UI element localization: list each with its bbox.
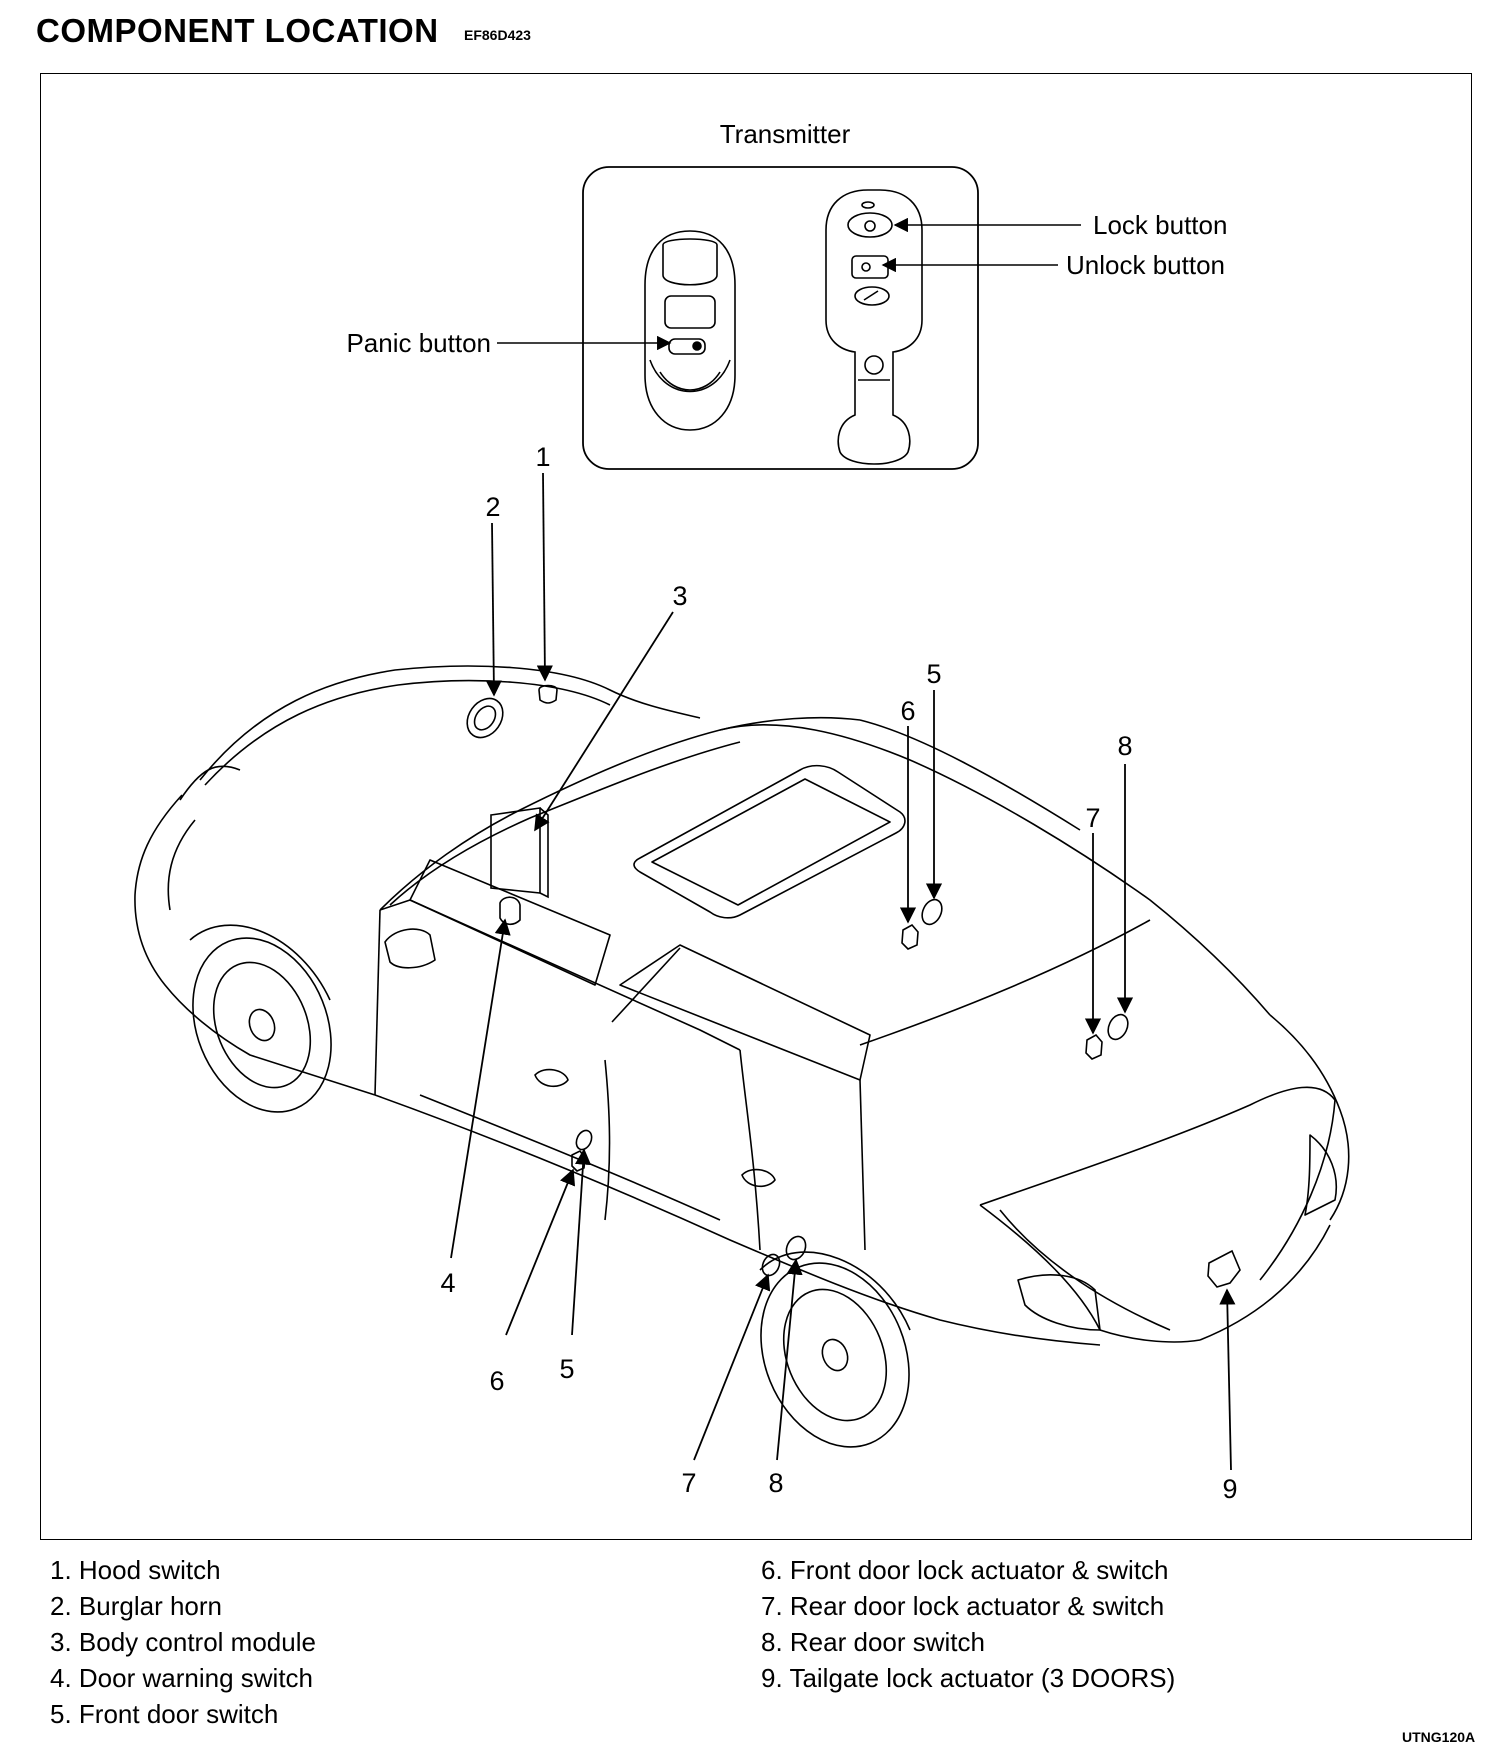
callout-5-bottom: 5 <box>559 1354 574 1384</box>
callout-7-bottom: 7 <box>681 1468 696 1498</box>
legend-item: 6. Front door lock actuator & switch <box>761 1555 1169 1585</box>
callout-9: 9 <box>1222 1474 1237 1504</box>
burglar-horn-icon <box>466 697 504 739</box>
legend-item: 8. Rear door switch <box>761 1627 985 1657</box>
legend-item: 2. Burglar horn <box>50 1591 222 1621</box>
rear-door-actuator-icon <box>1085 1033 1103 1060</box>
front-door-switch-icon <box>921 898 943 926</box>
transmitter-title: Transmitter <box>720 119 851 149</box>
tailgate-actuator-icon <box>1207 1249 1241 1288</box>
legend-item: 1. Hood switch <box>50 1555 221 1585</box>
key-fob-back-icon <box>644 230 736 431</box>
legend-left-column: 1. Hood switch 2. Burglar horn 3. Body c… <box>50 1552 316 1732</box>
callout-8-top: 8 <box>1117 731 1132 761</box>
legend-right-column: 6. Front door lock actuator & switch 7. … <box>761 1552 1175 1696</box>
unlock-button-label: Unlock button <box>1066 250 1225 280</box>
callout-6-bottom: 6 <box>489 1366 504 1396</box>
hood-switch-icon <box>538 684 558 704</box>
figure-code: UTNG120A <box>1402 1729 1476 1745</box>
component-markers <box>466 684 1241 1288</box>
car-outline <box>134 665 1350 1448</box>
transmitter-panel <box>582 166 979 470</box>
legend-item: 9. Tailgate lock actuator (3 DOORS) <box>761 1663 1176 1693</box>
document-code: EF86D423 <box>464 27 531 43</box>
callout-1: 1 <box>535 442 550 472</box>
rear-door-switch-icon <box>1107 1013 1129 1041</box>
callout-leaders <box>450 472 1236 1471</box>
legend-item: 3. Body control module <box>50 1627 316 1657</box>
front-door-actuator-icon <box>901 923 919 950</box>
callout-5-top: 5 <box>926 659 941 689</box>
legend-item: 7. Rear door lock actuator & switch <box>761 1591 1165 1621</box>
legend-item: 5. Front door switch <box>50 1699 279 1729</box>
callout-8-bottom: 8 <box>768 1468 783 1498</box>
key-fob-front-icon <box>825 189 923 465</box>
page-title: COMPONENT LOCATION <box>36 12 439 49</box>
callout-7-top: 7 <box>1085 803 1100 833</box>
callout-3: 3 <box>672 581 687 611</box>
callout-4: 4 <box>440 1268 455 1298</box>
lock-button-label: Lock button <box>1093 210 1227 240</box>
diagram-frame <box>40 73 1472 1540</box>
callout-2: 2 <box>485 492 500 522</box>
panic-button-label: Panic button <box>346 328 491 358</box>
door-warning-switch-icon <box>499 896 521 926</box>
callout-6-top: 6 <box>900 696 915 726</box>
legend-item: 4. Door warning switch <box>50 1663 313 1693</box>
